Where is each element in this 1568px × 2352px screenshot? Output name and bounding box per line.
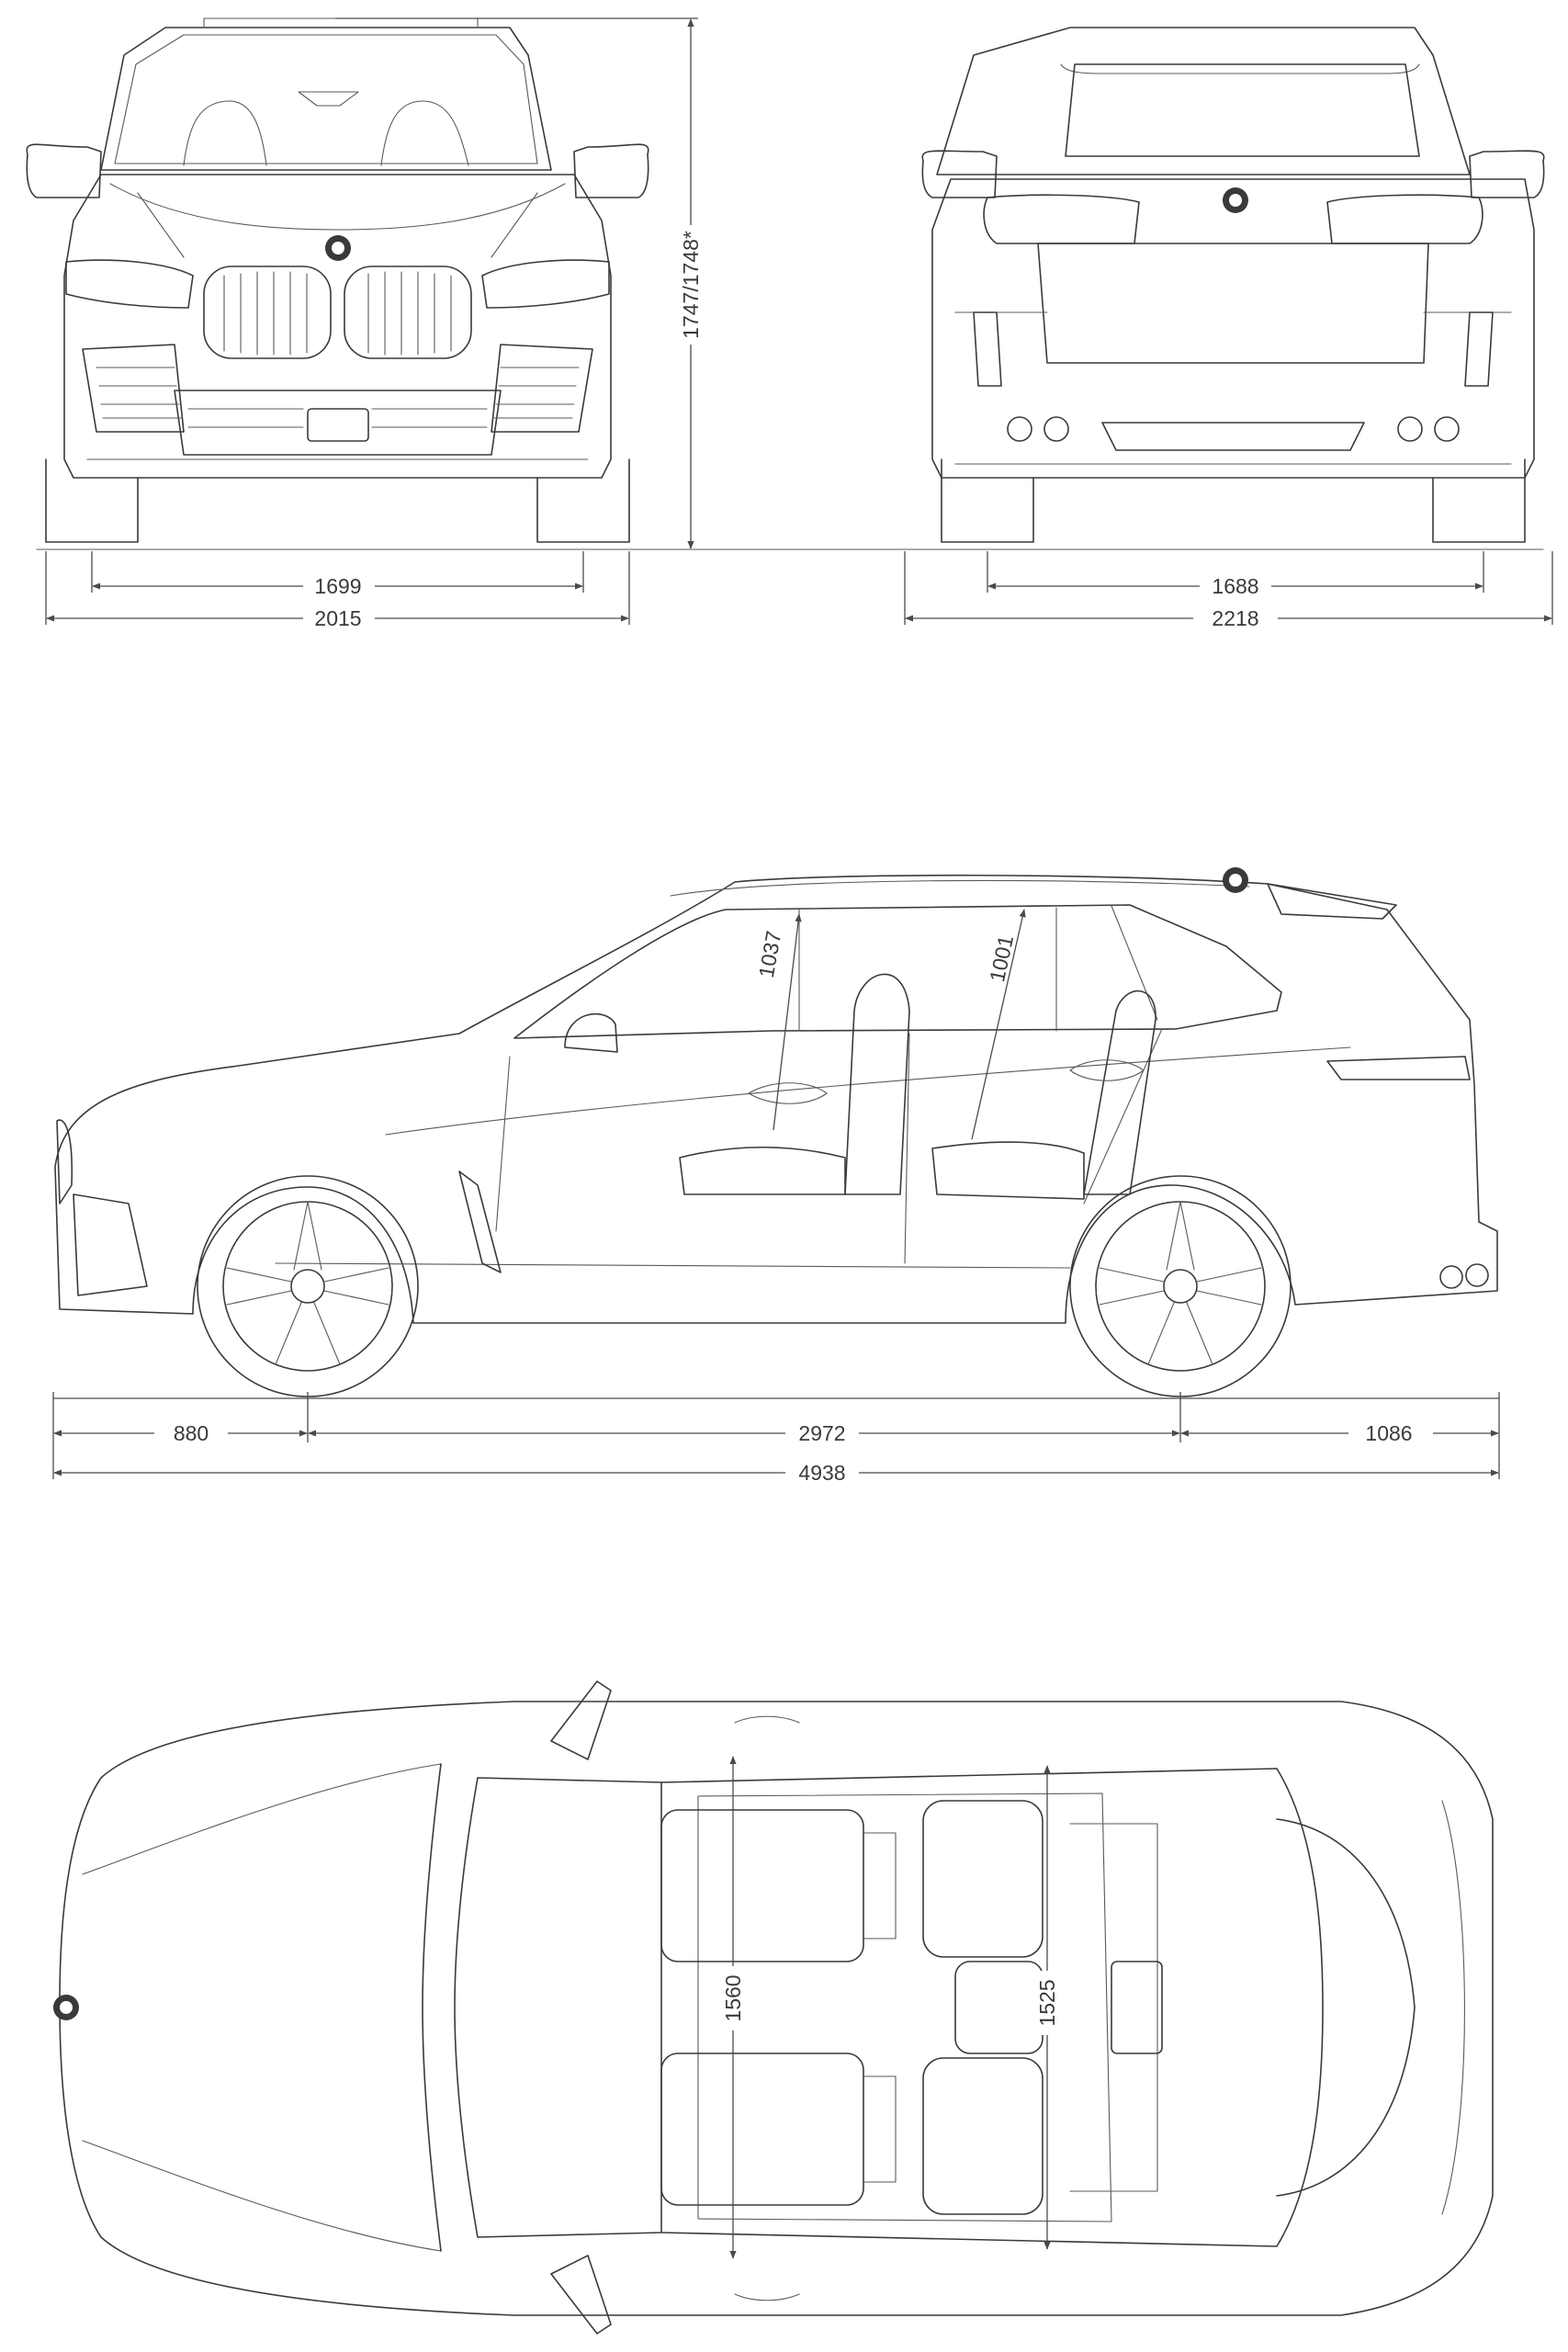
dim-rear-overhang: 1086 (1365, 1421, 1412, 1445)
dim-rear-shoulder-width: 1525 (1035, 1979, 1059, 2026)
dim-front-track: 1699 (314, 574, 361, 598)
car-rear-view-icon (922, 28, 1543, 542)
roundel-logo-icon (1223, 867, 1248, 893)
dim-front-width: 2015 (314, 606, 361, 630)
dimension-labels: 1699 2015 1747/1748* 1688 2218 880 2972 … (154, 225, 1433, 2035)
car-top-view-icon (53, 1681, 1493, 2334)
dim-wheelbase: 2972 (798, 1421, 845, 1445)
dim-rear-headroom: 1001 (985, 933, 1018, 984)
roundel-logo-icon (1223, 187, 1248, 213)
car-front-view-icon (27, 18, 648, 542)
dim-overall-length: 4938 (798, 1461, 845, 1485)
dim-rear-width: 2218 (1212, 606, 1258, 630)
dim-front-overhang: 880 (174, 1421, 209, 1445)
dimension-lines (46, 18, 1552, 1479)
dim-front-headroom: 1037 (754, 929, 785, 979)
dim-rear-track: 1688 (1212, 574, 1258, 598)
dim-front-shoulder-width: 1560 (721, 1974, 745, 2021)
car-side-view-icon (55, 867, 1497, 1396)
dim-height: 1747/1748* (679, 231, 703, 339)
roundel-logo-icon (325, 235, 351, 261)
roundel-logo-icon (53, 1995, 79, 2020)
